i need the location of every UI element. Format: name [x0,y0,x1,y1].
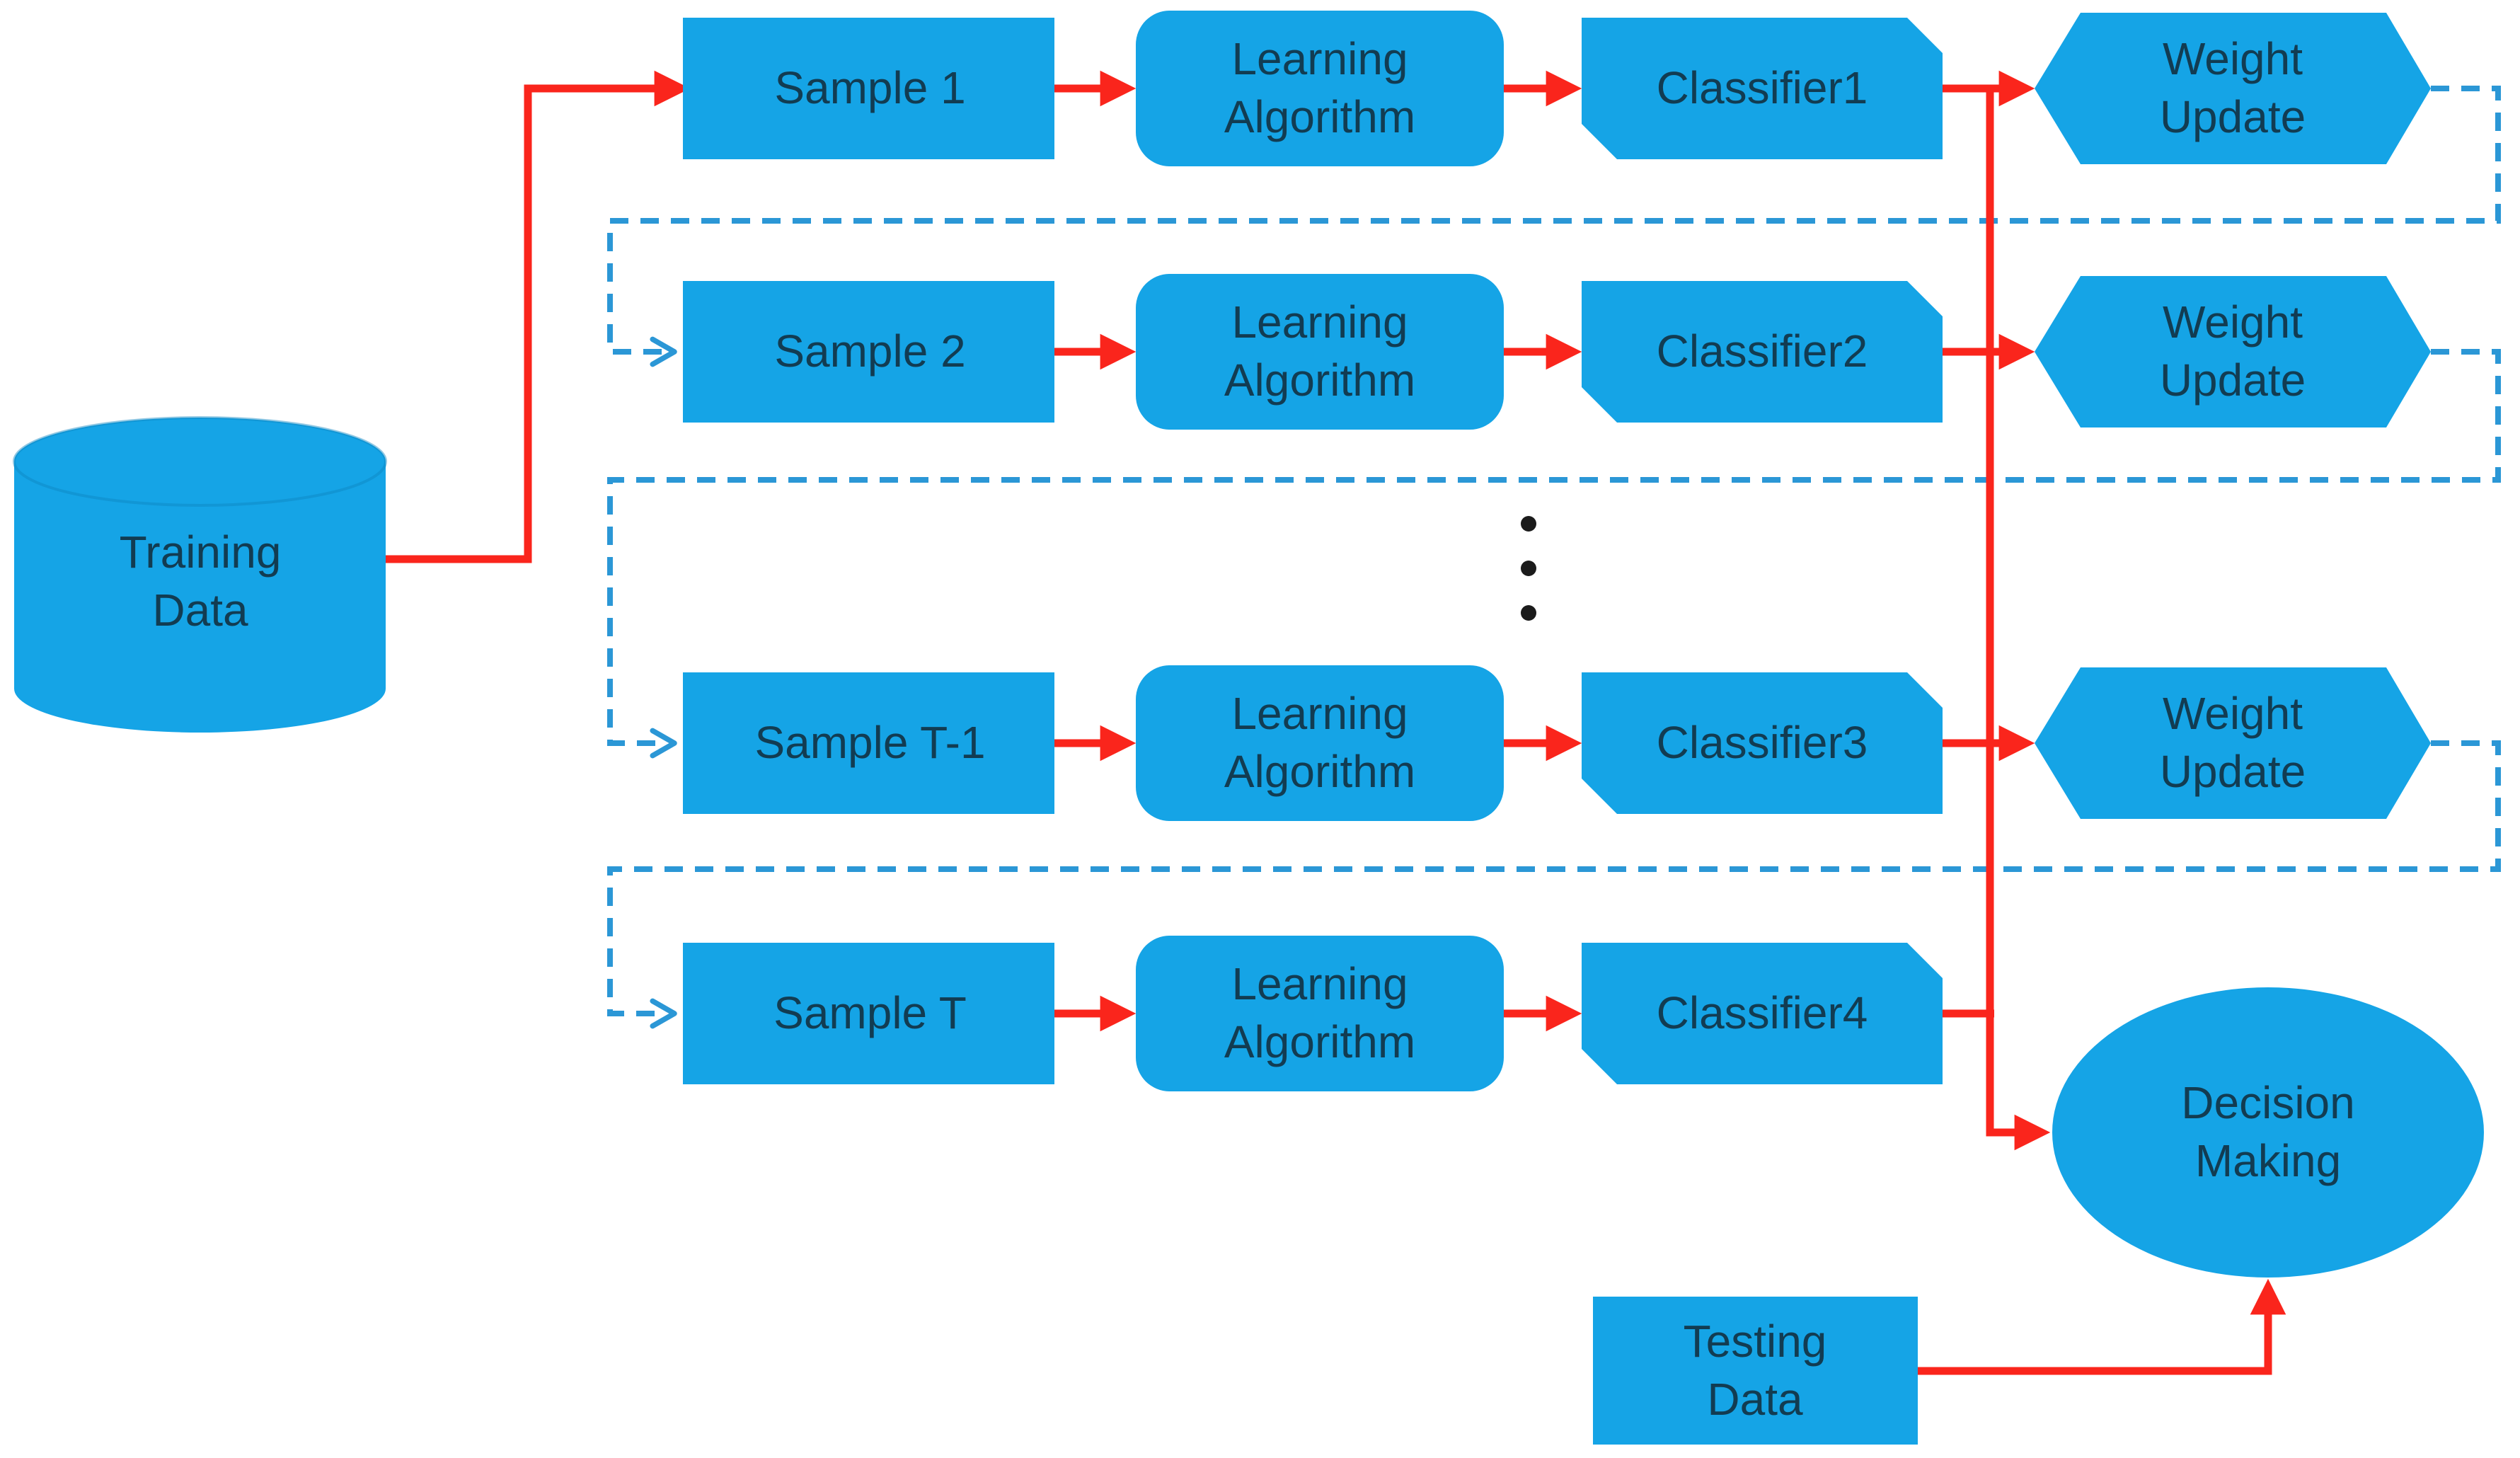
sample-t-1-label: Sample T-1 [754,717,986,769]
weight-update-1-box [2035,13,2431,164]
training-data-label: Training Data [119,527,282,636]
learning-algorithm-2-label: Learning Algorithm [1224,297,1416,406]
learning-algorithm-3-box [1136,665,1504,821]
sample-t-1-box [683,672,1054,814]
arrow-trunk-to-decision [1986,88,2051,1151]
nodes [13,11,2484,1445]
classifier-1-box [1582,18,1943,159]
ellipsis-dot [1521,605,1536,621]
ellipsis-dot [1521,561,1536,576]
arrow-training-to-sample1 [386,70,691,563]
classifier-2-box [1582,281,1943,423]
classifier-2-label: Classifier2 [1656,326,1868,377]
feedback-loop-2-arrow [607,349,2501,759]
sample-2-box [683,281,1054,423]
learning-algorithm-4-box [1136,936,1504,1091]
learning-algorithm-1-box [1136,11,1504,166]
decision-making-label: Decision Making [2181,1077,2355,1186]
ellipsis-dots [1521,516,1536,621]
classifier-3-box [1582,672,1943,814]
weight-update-1-label: Weight Update [2159,33,2306,142]
arrow-testing-to-decision [1918,1278,2286,1375]
weight-update-2-label: Weight Update [2159,297,2306,406]
decision-making-ellipse [2052,987,2484,1278]
classifier-3-label: Classifier3 [1656,717,1868,769]
sample-1-box [683,18,1054,159]
weight-update-2-box [2035,276,2431,427]
sample-t-box [683,943,1054,1084]
ellipsis-dot [1521,516,1536,532]
testing-data-box [1593,1297,1918,1445]
feedback-connectors [607,86,2501,1029]
feedback-loop-1-arrow [607,86,2501,367]
learning-algorithm-3-label: Learning Algorithm [1224,688,1416,797]
learning-algorithm-4-label: Learning Algorithm [1224,958,1416,1067]
sample-t-label: Sample T [773,987,967,1039]
weight-update-3-box [2035,667,2431,819]
flow-connectors [386,70,2286,1375]
learning-algorithm-1-label: Learning Algorithm [1224,33,1416,142]
classifier-1-label: Classifier1 [1656,62,1868,114]
testing-data-label: Testing Data [1683,1316,1827,1425]
weight-update-3-label: Weight Update [2159,688,2306,797]
training-data-cylinder [13,416,387,733]
classifier-4-label: Classifier4 [1656,987,1868,1039]
sample-1-label: Sample 1 [774,62,966,114]
classifier-4-box [1582,943,1943,1084]
feedback-loop-3-arrow [607,740,2501,1029]
sample-2-label: Sample 2 [774,326,966,377]
learning-algorithm-2-box [1136,274,1504,430]
